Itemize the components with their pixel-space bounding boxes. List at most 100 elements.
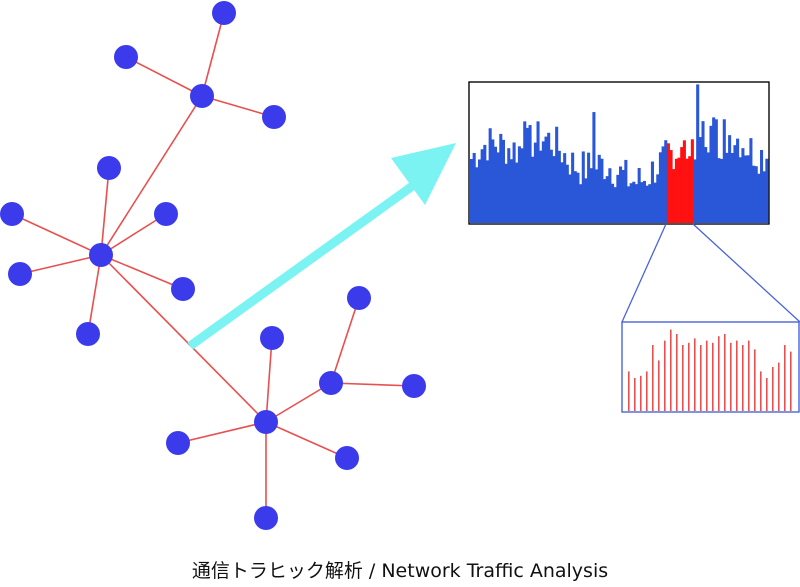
traffic-bar [491, 139, 495, 223]
traffic-bar [749, 138, 753, 223]
hub-node [89, 243, 113, 267]
traffic-bar [536, 121, 540, 223]
traffic-bar [741, 148, 745, 223]
traffic-bar [531, 156, 535, 223]
zoom-bar [766, 378, 768, 411]
zoom-bar [784, 345, 786, 411]
traffic-bar [733, 145, 737, 223]
zoom-bar [760, 371, 762, 411]
zoom-bar [718, 336, 720, 411]
zoom-bar [676, 334, 678, 411]
traffic-bar [709, 125, 713, 223]
edge [330, 382, 415, 387]
traffic-bar-highlight [680, 147, 684, 223]
traffic-bar [634, 184, 639, 223]
traffic-bar [472, 152, 476, 223]
hub-node [190, 84, 214, 108]
zoom-bar [724, 334, 726, 411]
node [262, 105, 286, 129]
zoom-connectors [621, 223, 800, 323]
traffic-bar [658, 152, 662, 223]
traffic-bar [496, 152, 500, 223]
zoom-bar [748, 340, 750, 411]
traffic-bar [485, 160, 490, 223]
traffic-bar [653, 182, 657, 223]
traffic-bar [760, 150, 764, 223]
traffic-bar [592, 112, 596, 223]
traffic-bar [629, 183, 633, 223]
traffic-bar [563, 153, 567, 223]
traffic-bar [483, 144, 487, 223]
zoom-chart [621, 321, 800, 413]
traffic-bar [475, 167, 479, 223]
traffic-bar [587, 152, 591, 223]
network-nodes [0, 1, 426, 530]
traffic-bar-highlight [685, 158, 689, 223]
traffic-bar [525, 127, 529, 223]
traffic-bar [765, 158, 769, 223]
traffic-bar [661, 146, 665, 223]
node [114, 45, 138, 69]
zoom-bar [670, 329, 672, 411]
arrow-head [391, 143, 456, 205]
traffic-bar [477, 159, 482, 223]
traffic-bar [571, 152, 575, 223]
hub-node [254, 410, 278, 434]
edge [265, 421, 348, 459]
traffic-bar [754, 166, 758, 223]
zoom-bar [778, 362, 780, 411]
traffic-bar [507, 148, 511, 223]
edge [100, 95, 203, 256]
traffic-bar [696, 84, 700, 224]
zoom-bar [628, 371, 630, 411]
zoom-bar [754, 349, 756, 411]
traffic-bar [470, 158, 474, 223]
edge [11, 213, 102, 256]
node [212, 1, 236, 25]
traffic-bar [552, 156, 556, 223]
traffic-bar [533, 142, 537, 223]
traffic-bar [557, 150, 561, 223]
zoom-bar [730, 342, 732, 411]
zoom-bar [706, 340, 708, 411]
traffic-bar [480, 149, 484, 223]
traffic-bar [509, 159, 513, 223]
traffic-bar [611, 183, 615, 223]
traffic-bar [547, 132, 551, 223]
traffic-bar [488, 128, 492, 223]
node [402, 374, 426, 398]
traffic-bar [640, 182, 644, 223]
edge [201, 12, 225, 97]
zoom-bar [790, 351, 792, 411]
zoom-bar [700, 345, 702, 411]
traffic-bar [493, 146, 498, 223]
traffic-bar [501, 139, 505, 223]
zoom-bar [694, 338, 696, 411]
traffic-bar [515, 162, 519, 223]
traffic-bar-highlight [690, 139, 694, 223]
traffic-bar [613, 187, 617, 223]
traffic-bar [725, 152, 729, 223]
zoom-bar [688, 342, 690, 411]
zoom-bar [652, 345, 654, 411]
traffic-bar [573, 171, 577, 223]
traffic-bar-highlight [677, 157, 681, 223]
zoom-bar [712, 342, 714, 411]
zoom-bar [682, 345, 684, 411]
traffic-bar [664, 140, 668, 223]
edge [201, 95, 275, 118]
zoom-bar [772, 367, 774, 411]
node [335, 446, 359, 470]
traffic-bar [541, 141, 545, 223]
edge [125, 56, 203, 97]
traffic-bar [595, 169, 599, 223]
node [76, 322, 100, 346]
traffic-bar [499, 133, 503, 223]
node [260, 326, 284, 350]
traffic-bar [565, 164, 569, 223]
traffic-bar [645, 185, 649, 223]
traffic-bar [621, 169, 625, 223]
traffic-bar [656, 174, 660, 223]
traffic-bar [579, 184, 583, 223]
